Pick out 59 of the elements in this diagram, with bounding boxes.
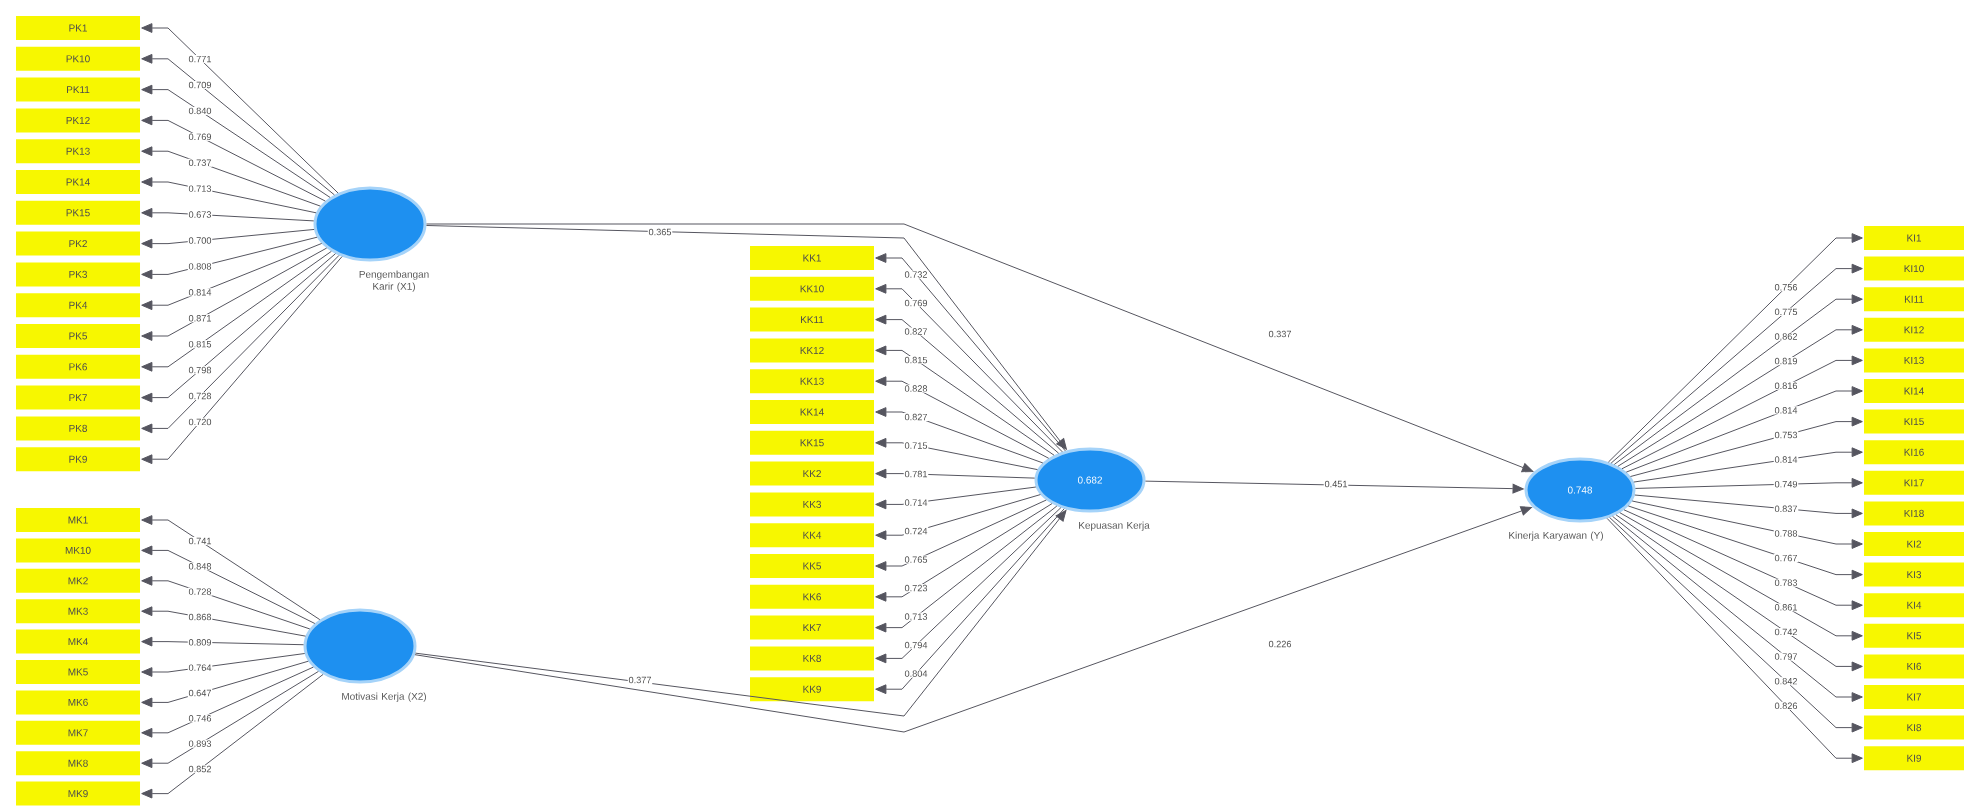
arrow bbox=[141, 84, 331, 198]
arrow bbox=[141, 247, 328, 341]
arrow bbox=[1144, 480, 1524, 494]
arrow bbox=[1613, 294, 1863, 465]
arrow bbox=[141, 575, 311, 630]
arrow bbox=[141, 228, 315, 249]
arrow bbox=[141, 606, 306, 637]
arrow bbox=[1634, 477, 1863, 489]
arrow bbox=[875, 507, 1062, 664]
arrow bbox=[875, 314, 1060, 454]
arrow bbox=[141, 177, 317, 214]
arrow bbox=[875, 503, 1053, 602]
arrow bbox=[875, 468, 1036, 479]
arrow bbox=[875, 437, 1038, 471]
arrow bbox=[141, 250, 332, 372]
arrow bbox=[875, 376, 1050, 459]
arrow bbox=[1631, 500, 1863, 549]
arrow bbox=[1617, 324, 1863, 467]
arrow bbox=[141, 242, 323, 311]
arrow bbox=[141, 666, 314, 738]
arrow bbox=[141, 670, 319, 769]
arrow bbox=[875, 283, 1063, 453]
arrow bbox=[875, 253, 1066, 452]
arrow bbox=[414, 510, 1067, 717]
arrow bbox=[141, 660, 309, 708]
arrow bbox=[875, 345, 1055, 456]
arrow bbox=[141, 236, 318, 280]
arrow bbox=[1623, 509, 1863, 611]
arrow bbox=[426, 223, 1534, 473]
arrow bbox=[1621, 355, 1863, 470]
arrow bbox=[425, 225, 1067, 450]
arrow bbox=[1615, 514, 1863, 672]
arrow bbox=[1612, 515, 1863, 702]
arrow bbox=[141, 23, 339, 194]
arrow bbox=[141, 545, 316, 624]
arrow bbox=[875, 494, 1041, 541]
arrow bbox=[1630, 416, 1863, 477]
arrow bbox=[1634, 494, 1863, 519]
arrow bbox=[1625, 386, 1863, 473]
arrow bbox=[141, 673, 324, 799]
arrow bbox=[875, 508, 1065, 695]
arrow bbox=[414, 506, 1532, 733]
arrow bbox=[1627, 505, 1863, 580]
arrow bbox=[1633, 447, 1863, 483]
arrow bbox=[141, 256, 343, 465]
arrow bbox=[875, 499, 1047, 571]
arrow bbox=[141, 115, 326, 202]
arrow bbox=[1619, 512, 1863, 641]
arrow bbox=[141, 253, 336, 403]
arrow bbox=[875, 407, 1044, 464]
arrow bbox=[875, 505, 1058, 633]
arrow bbox=[875, 486, 1037, 510]
arrow bbox=[141, 207, 315, 222]
arrow bbox=[141, 254, 340, 434]
arrow bbox=[141, 146, 321, 207]
arrow bbox=[141, 515, 321, 621]
arrow bbox=[141, 636, 305, 647]
arrow bbox=[141, 653, 306, 677]
arrow bbox=[141, 53, 335, 196]
